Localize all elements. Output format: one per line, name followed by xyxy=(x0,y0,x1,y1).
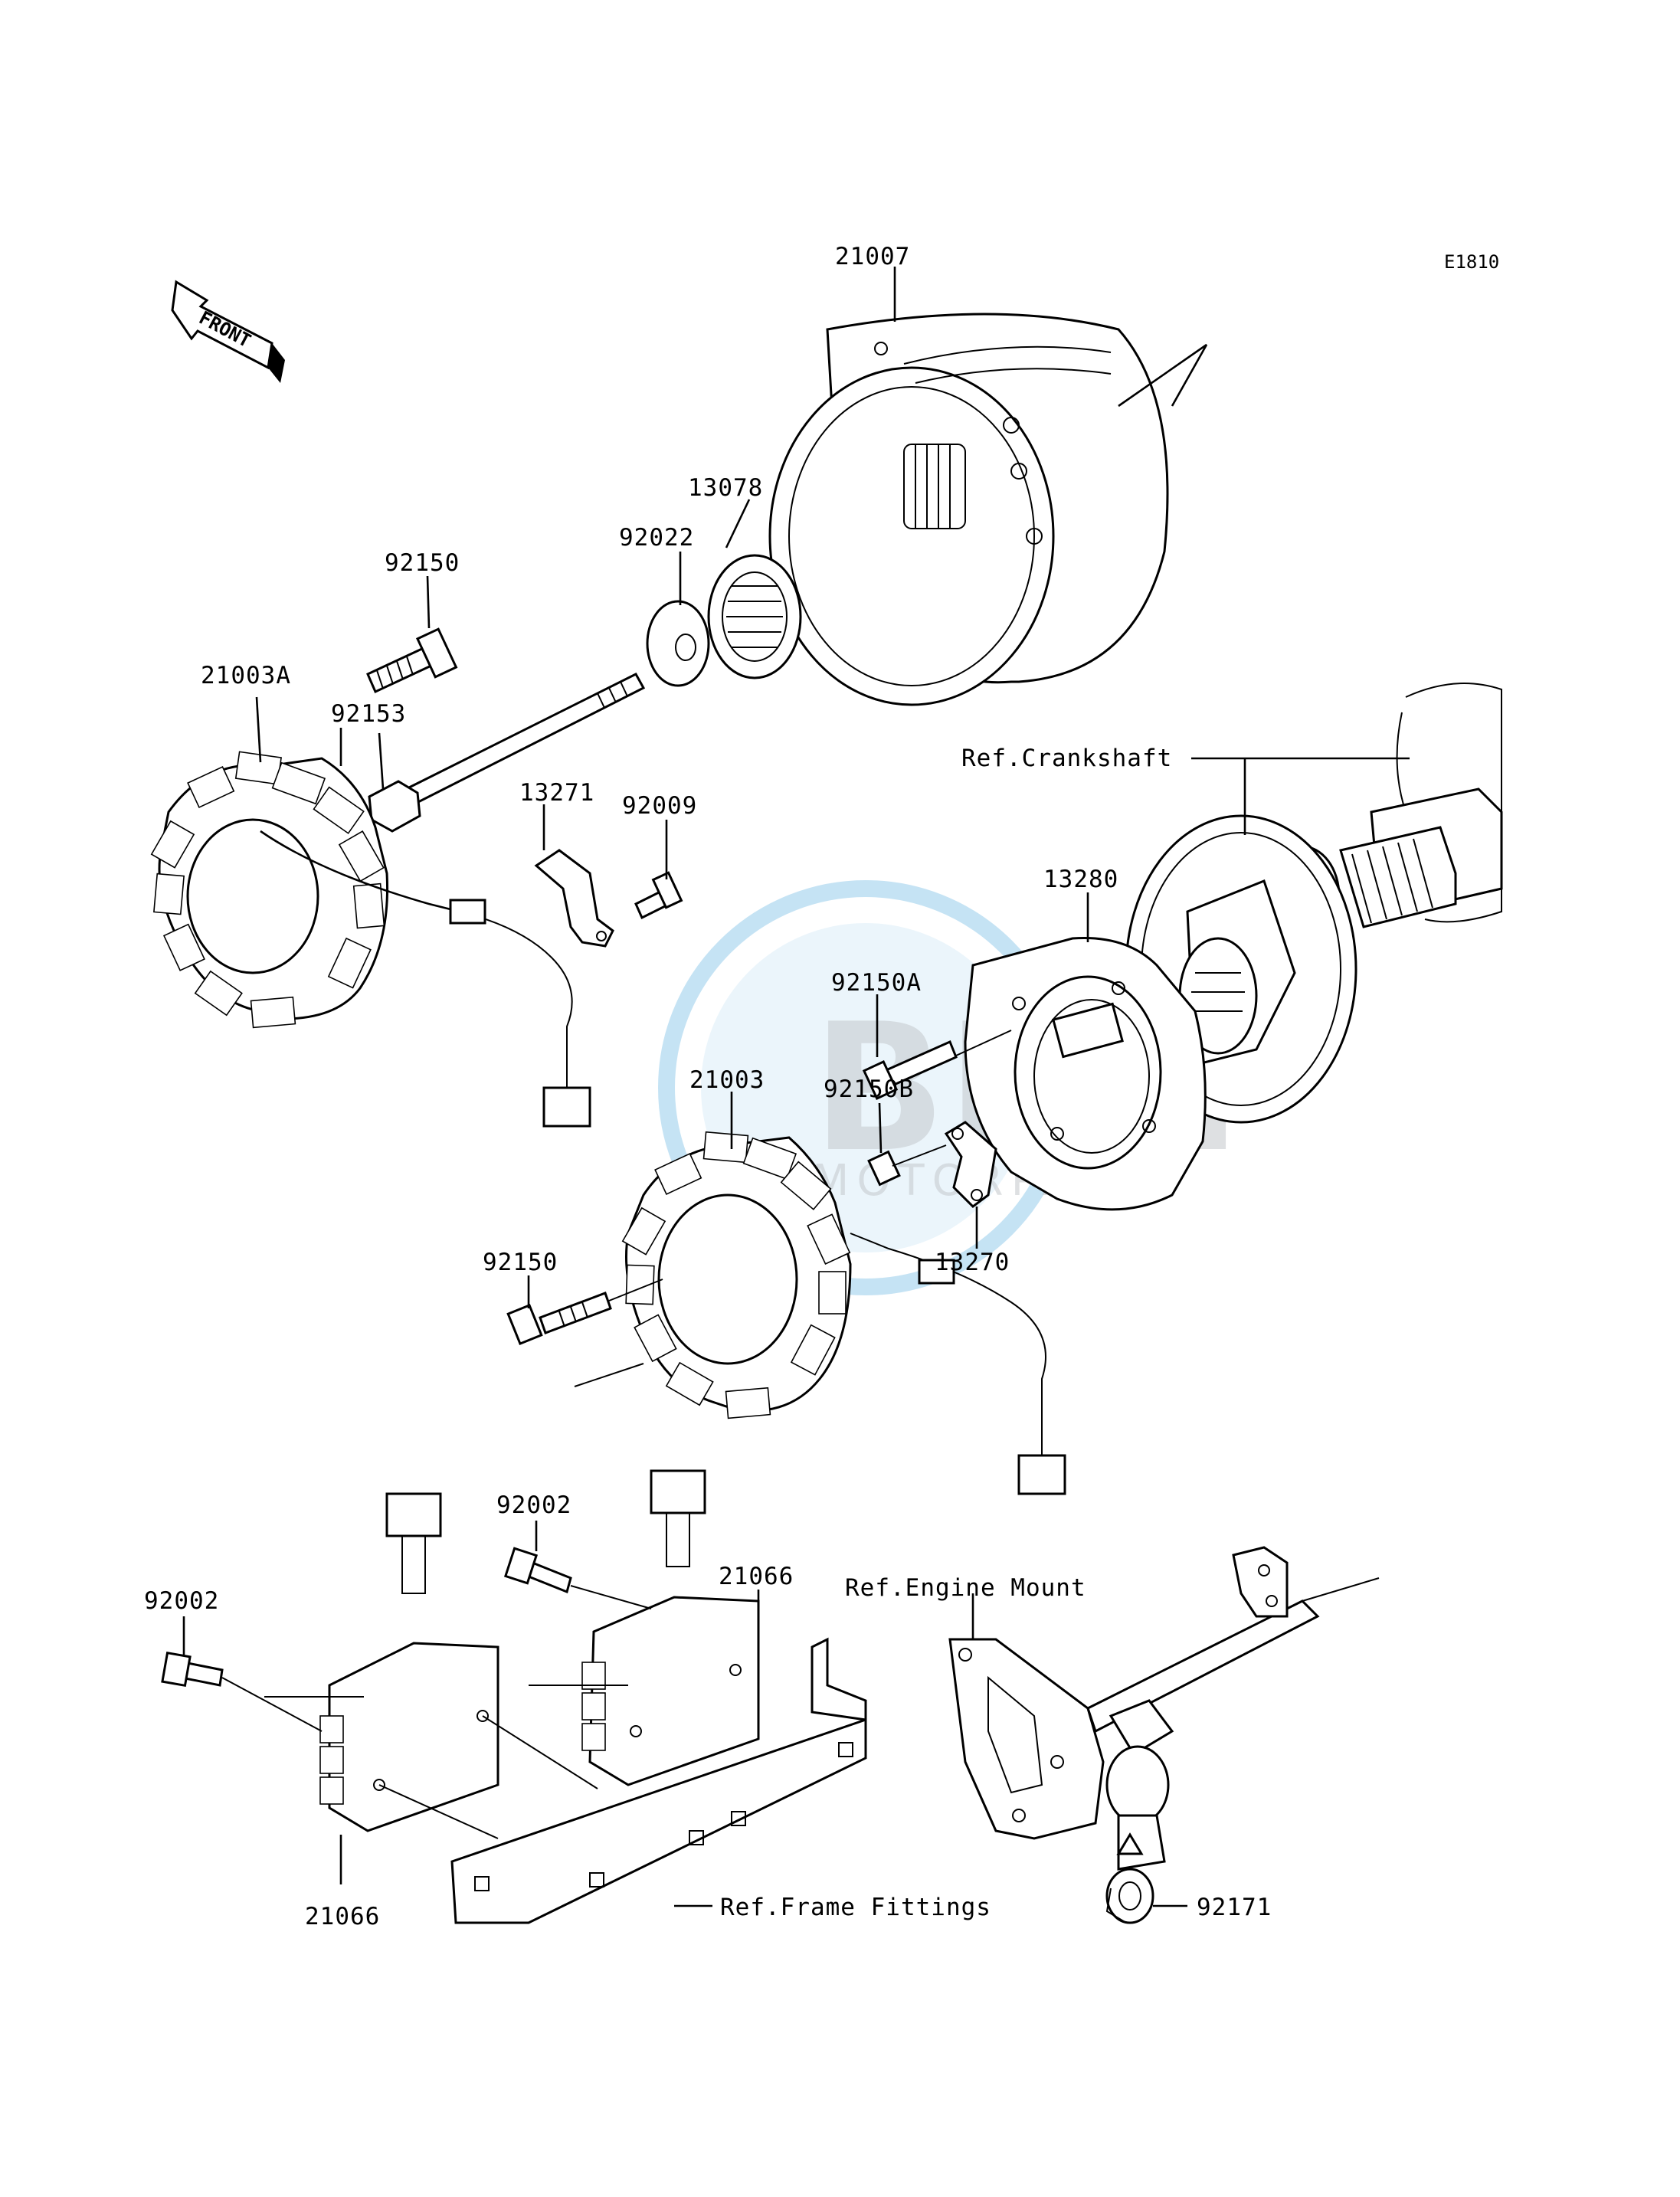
label-ref-engine-mount: Ref.Engine Mount xyxy=(845,1574,1086,1602)
label-92009: 92009 xyxy=(622,792,697,820)
stator-21003 xyxy=(621,1131,1066,1495)
label-21007: 21007 xyxy=(835,243,910,270)
bolt-92150B xyxy=(867,1150,901,1187)
label-13078: 13078 xyxy=(688,474,763,502)
label-92150-top: 92150 xyxy=(385,549,460,577)
bolt-92002-right xyxy=(503,1547,572,1594)
bracket-13271 xyxy=(534,849,614,948)
label-21066-right: 21066 xyxy=(719,1563,794,1590)
front-arrow-icon: FRONT xyxy=(171,280,285,383)
label-92150B: 92150B xyxy=(824,1076,914,1103)
part-labels: 21007 13078 92022 92150 21003A 92153 132… xyxy=(144,243,1272,1930)
label-92150A: 92150A xyxy=(831,969,922,997)
plate-13270 xyxy=(944,1121,997,1208)
label-92153: 92153 xyxy=(331,700,406,728)
label-13271: 13271 xyxy=(519,779,594,807)
diagram-code: E1810 xyxy=(1444,251,1499,273)
gear-13078 xyxy=(707,554,802,679)
bolt-92150A xyxy=(862,1040,958,1101)
housing-13280 xyxy=(964,936,1207,1211)
clip-92171 xyxy=(1105,1832,1154,1924)
bolt-92009 xyxy=(634,871,683,920)
stator-21003A xyxy=(150,751,591,1128)
label-92022: 92022 xyxy=(619,524,694,552)
label-ref-frame-fittings: Ref.Frame Fittings xyxy=(720,1894,991,1921)
frame-fittings-ref xyxy=(450,1637,867,1924)
engine-mount-ref xyxy=(948,1546,1380,1871)
label-92150-mid: 92150 xyxy=(483,1249,558,1276)
label-21003: 21003 xyxy=(689,1066,765,1094)
bolt-92002-left xyxy=(161,1651,224,1688)
bolt-92153 xyxy=(368,673,646,833)
washer-92022 xyxy=(646,600,710,687)
label-92002-left: 92002 xyxy=(144,1587,219,1615)
bolt-92150-top xyxy=(366,627,458,694)
label-21066-left: 21066 xyxy=(305,1903,380,1930)
label-13270: 13270 xyxy=(935,1249,1010,1276)
bolt-92150-mid xyxy=(506,1292,612,1346)
label-13280: 13280 xyxy=(1043,866,1118,893)
leader-lines xyxy=(182,267,1410,1907)
label-92002-right: 92002 xyxy=(496,1491,571,1519)
regulator-21066-right xyxy=(581,1469,760,1786)
label-21003A: 21003A xyxy=(201,662,291,689)
label-92171: 92171 xyxy=(1197,1894,1272,1921)
label-ref-crankshaft: Ref.Crankshaft xyxy=(961,745,1172,772)
regulator-21066-left xyxy=(319,1492,499,1832)
rotor-21007 xyxy=(768,313,1208,706)
